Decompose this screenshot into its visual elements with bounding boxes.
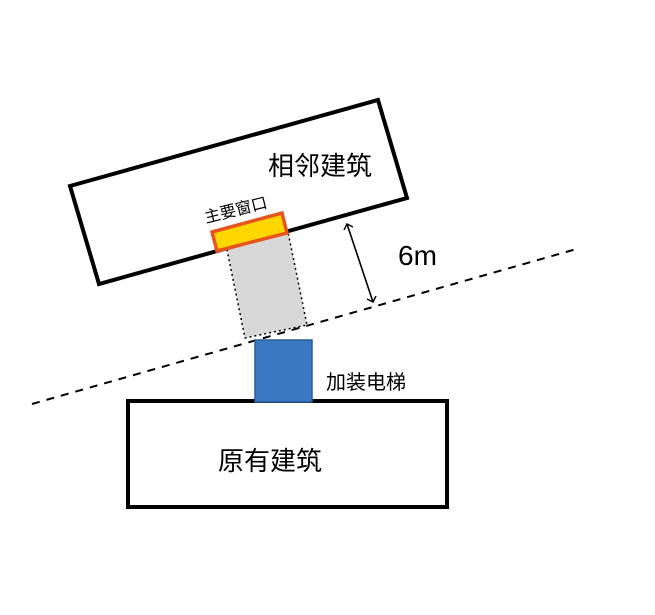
main-window — [209, 210, 290, 254]
neighbor-building — [67, 97, 410, 287]
existing-building — [126, 399, 449, 509]
added-elevator-label: 加装电梯 — [326, 370, 406, 394]
corridor-region — [225, 231, 308, 339]
neighbor-building-label: 相邻建筑 — [268, 152, 372, 182]
distance-arrow — [347, 224, 373, 302]
added-elevator — [254, 339, 313, 403]
distance-label: 6m — [398, 240, 437, 271]
existing-building-label: 原有建筑 — [218, 447, 322, 477]
boundary-dashed-line — [31, 247, 581, 405]
